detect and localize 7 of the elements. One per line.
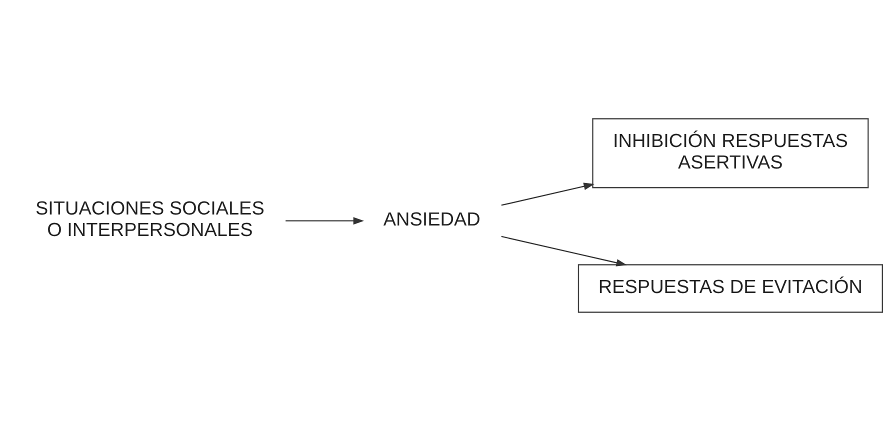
- node-box: RESPUESTAS DE EVITACIÓN: [577, 264, 882, 313]
- arrow: [500, 182, 594, 206]
- arrow: [500, 236, 627, 266]
- node-text: ANSIEDAD: [382, 209, 480, 230]
- node-text: SITUACIONES SOCIALES O INTERPERSONALES: [34, 198, 264, 242]
- node-box: INHIBICIÓN RESPUESTAS ASERTIVAS: [592, 118, 868, 188]
- arrow: [285, 217, 364, 225]
